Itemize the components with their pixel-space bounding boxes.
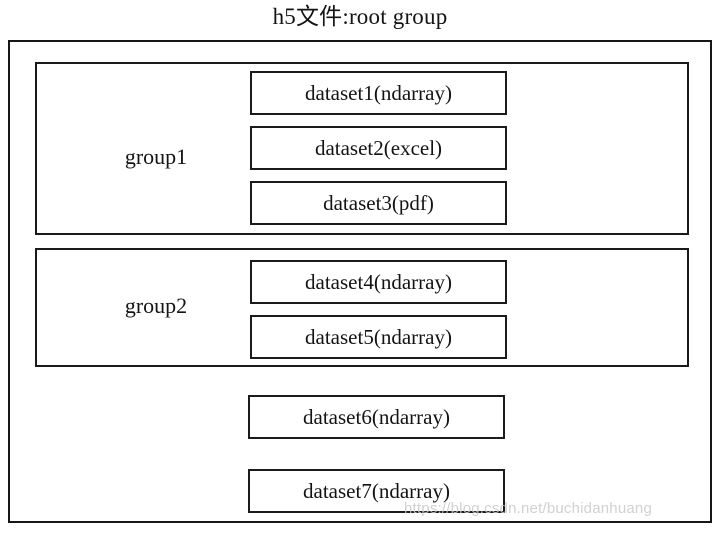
group-box-group2: group2 dataset4(ndarray) dataset5(ndarra… (35, 248, 689, 367)
dataset-box-dataset3: dataset3(pdf) (250, 181, 507, 225)
dataset-box-dataset5: dataset5(ndarray) (250, 315, 507, 359)
dataset-box-dataset1: dataset1(ndarray) (250, 71, 507, 115)
root-group-box: group1 dataset1(ndarray) dataset2(excel)… (8, 40, 712, 523)
group-label-group1: group1 (124, 144, 188, 169)
dataset-box-dataset4: dataset4(ndarray) (250, 260, 507, 304)
dataset-box-dataset2: dataset2(excel) (250, 126, 507, 170)
dataset-box-dataset7: dataset7(ndarray) (248, 469, 505, 513)
group-label-group2: group2 (124, 293, 188, 318)
group-box-group1: group1 dataset1(ndarray) dataset2(excel)… (35, 62, 689, 235)
dataset-box-dataset6: dataset6(ndarray) (248, 395, 505, 439)
page-title: h5文件:root group (272, 4, 448, 29)
